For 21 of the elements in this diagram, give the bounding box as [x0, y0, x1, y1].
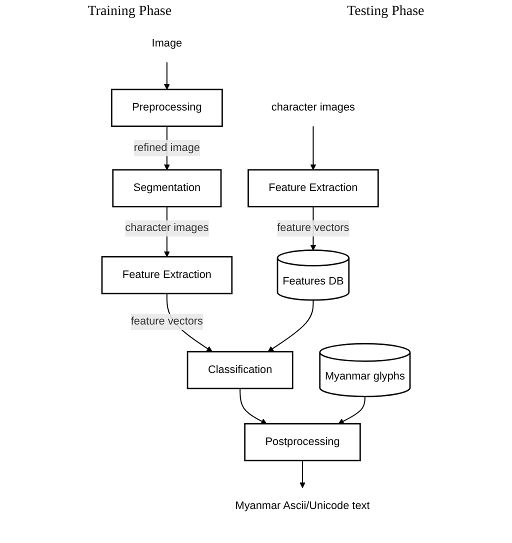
arrow [310, 126, 316, 170]
node-text: Myanmar Ascii/Unicode text [235, 500, 370, 512]
node-box: Segmentation [112, 169, 222, 208]
arrow [268, 300, 314, 352]
node-box: Postprocessing [244, 423, 361, 462]
node-box: Preprocessing [111, 88, 223, 127]
edge-label: feature vectors [130, 316, 203, 328]
arrow [338, 396, 366, 424]
node-text: character images [271, 102, 355, 114]
phase-heading: Testing Phase [347, 4, 424, 20]
edge-label: character images [125, 222, 209, 234]
edge-label: feature vectors [277, 222, 350, 234]
edge-label: refined image [134, 142, 200, 154]
node-box: Classification [186, 351, 294, 390]
phase-heading: Training Phase [88, 4, 172, 20]
node-box: Feature Extraction [101, 256, 233, 294]
arrow [300, 460, 306, 488]
arrow [164, 62, 170, 90]
node-text: Image [152, 38, 182, 50]
node-box: Feature Extraction [248, 169, 379, 208]
arrow [240, 388, 267, 424]
